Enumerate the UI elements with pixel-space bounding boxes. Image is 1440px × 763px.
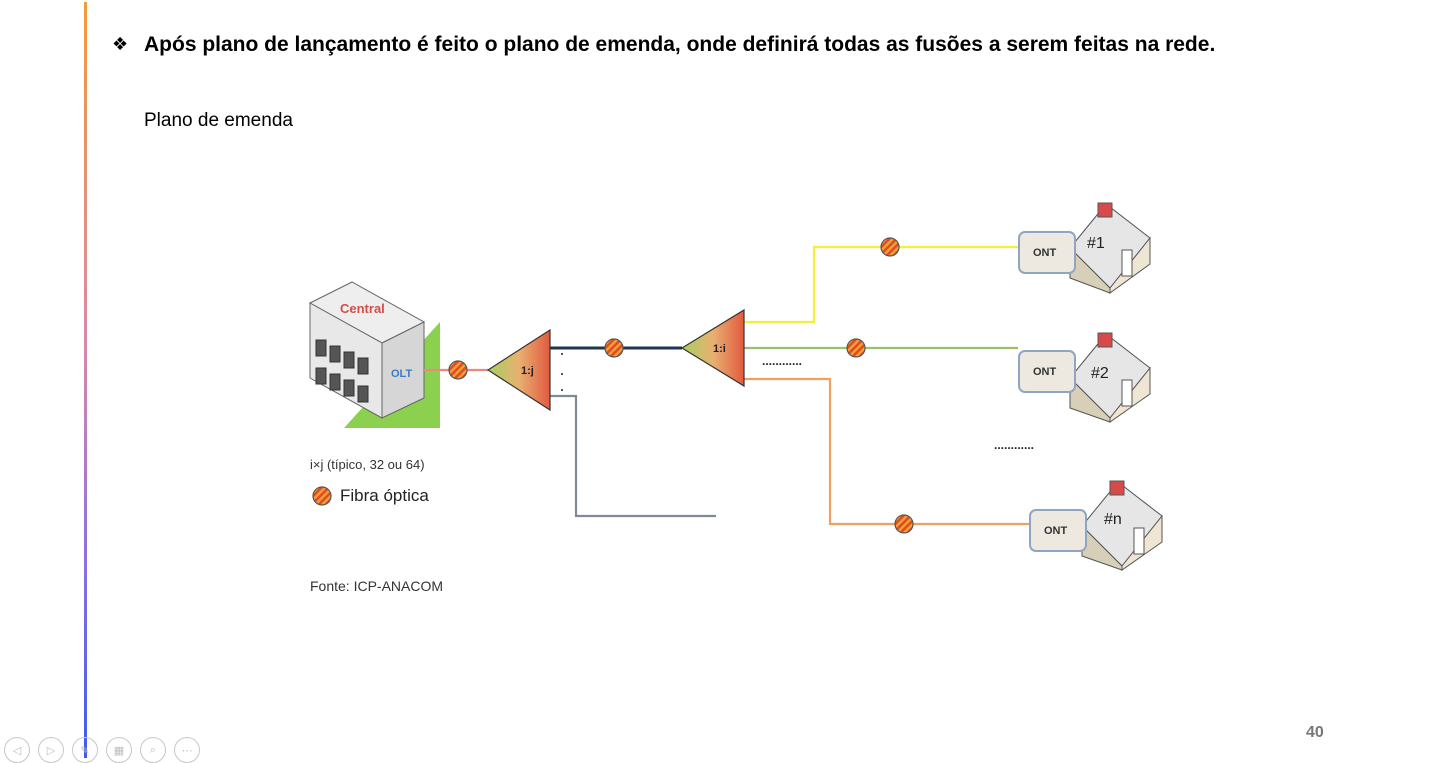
source-note: Fonte: ICP-ANACOM xyxy=(310,578,443,594)
splice-point xyxy=(448,360,468,380)
page-number: 40 xyxy=(1306,724,1324,741)
house-n-label: #n xyxy=(1104,511,1122,528)
slides-icon[interactable]: ▦ xyxy=(106,737,132,763)
house-n xyxy=(1029,480,1163,571)
house-1-label: #1 xyxy=(1087,235,1105,252)
house-2 xyxy=(1018,332,1151,423)
central-label: Central xyxy=(340,301,385,316)
splice-plan-diagram: Central OLT 1:j 1:i ............ .......… xyxy=(308,202,1163,594)
ont-2-label: ONT xyxy=(1033,366,1057,378)
central-office-building xyxy=(308,281,440,428)
diamond-bullet-icon: ❖ xyxy=(112,34,129,55)
olt-label: OLT xyxy=(391,368,412,380)
house-1 xyxy=(1018,202,1151,294)
splitter-1 xyxy=(486,328,551,412)
slideshow-controls: ◁ ▷ ✎ ▦ ⌕ ⋯ xyxy=(4,737,200,763)
ont-1-label: ONT xyxy=(1033,247,1057,259)
splitter-2-label: 1:i xyxy=(713,343,726,355)
prev-icon[interactable]: ◁ xyxy=(4,737,30,763)
ont-n-label: ONT xyxy=(1044,525,1068,537)
splice-point xyxy=(604,338,624,358)
accent-bar xyxy=(84,2,87,758)
more-icon[interactable]: ⋯ xyxy=(174,737,200,763)
splitter-1-dots xyxy=(561,353,563,391)
split-ratio-note: i×j (típico, 32 ou 64) xyxy=(310,457,425,472)
splitter-2 xyxy=(680,308,745,388)
splice-point xyxy=(894,514,914,534)
zoom-icon[interactable]: ⌕ xyxy=(140,737,166,763)
bullet-point: ❖ Após plano de lançamento é feito o pla… xyxy=(112,32,1322,58)
ellipsis-houses: ............ xyxy=(994,438,1034,452)
bullet-text: Após plano de lançamento é feito o plano… xyxy=(144,33,1216,56)
splice-point xyxy=(846,338,866,358)
splitter-1-label: 1:j xyxy=(521,365,534,377)
subtitle: Plano de emenda xyxy=(144,110,293,131)
splice-point xyxy=(880,237,900,257)
next-icon[interactable]: ▷ xyxy=(38,737,64,763)
legend-label: Fibra óptica xyxy=(340,486,429,505)
legend-fiber-icon xyxy=(312,486,332,506)
pen-icon[interactable]: ✎ xyxy=(72,737,98,763)
house-2-label: #2 xyxy=(1091,365,1109,382)
ellipsis-splitter: ............ xyxy=(762,354,802,368)
